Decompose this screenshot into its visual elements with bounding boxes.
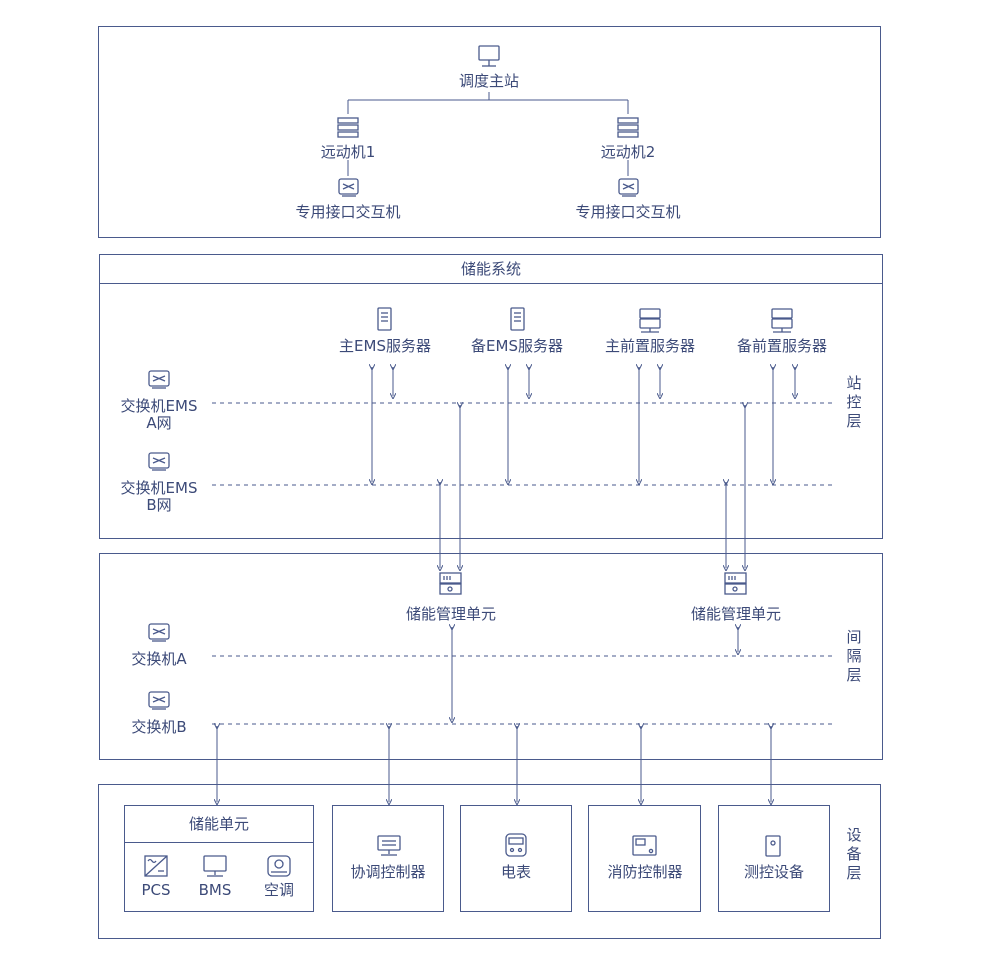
storage-system-title: 储能系统 (460, 260, 522, 278)
switch-a-label: 交换机A (131, 650, 187, 668)
interface-switch1-label: 专用接口交互机 (295, 203, 401, 221)
tower-server-icon (377, 307, 392, 331)
air-conditioner-icon (267, 855, 291, 877)
ems-switch-b-net: B网 (146, 496, 172, 514)
backup-frontend-server-label: 备前置服务器 (736, 337, 828, 355)
pcs-label: PCS (141, 881, 171, 899)
switch-icon (338, 178, 359, 197)
controller-icon (377, 835, 401, 856)
device-layer-label: 设备层 (846, 826, 862, 882)
switch-icon (148, 452, 170, 471)
switch-b-label: 交换机B (131, 718, 187, 736)
backup-ems-server-label: 备EMS服务器 (471, 337, 563, 355)
management-unit-icon (724, 572, 747, 595)
coord-controller-box (332, 805, 444, 912)
station-layer-label: 站控层 (846, 374, 862, 430)
main-ems-server-label: 主EMS服务器 (339, 337, 431, 355)
storage-unit-title: 储能单元 (188, 815, 250, 833)
rack-server-icon (639, 308, 661, 333)
switch-icon (148, 691, 170, 710)
storage-unit-divider (124, 842, 314, 843)
bms-icon (203, 855, 227, 877)
pcs-icon (144, 855, 168, 877)
meter-box (460, 805, 572, 912)
storage-mgmt-unit-1-label: 储能管理单元 (405, 605, 497, 623)
bms-label: BMS (198, 881, 232, 899)
meter-label: 电表 (500, 863, 532, 881)
measure-control-box (718, 805, 830, 912)
dispatch-master-label: 调度主站 (458, 72, 520, 90)
interface-switch2-label: 专用接口交互机 (575, 203, 681, 221)
fire-controller-box (588, 805, 701, 912)
measure-control-label: 测控设备 (743, 863, 805, 881)
ac-label: 空调 (263, 881, 295, 899)
tower-server-icon (510, 307, 525, 331)
dispatch-tree-line (347, 92, 629, 114)
rack-server-icon (771, 308, 793, 333)
server-stack-icon (337, 117, 359, 138)
server-stack-icon (617, 117, 639, 138)
storage-mgmt-unit-2-label: 储能管理单元 (690, 605, 782, 623)
bay-layer-label: 间隔层 (846, 628, 862, 684)
main-frontend-server-label: 主前置服务器 (604, 337, 696, 355)
ems-switch-b-label: 交换机EMS (120, 479, 198, 497)
coord-controller-label: 协调控制器 (350, 863, 426, 881)
switch-icon (618, 178, 639, 197)
switch-icon (148, 370, 170, 389)
switch-icon (148, 623, 170, 642)
fire-controller-icon (632, 835, 657, 856)
fire-controller-label: 消防控制器 (607, 863, 683, 881)
ems-switch-a-net: A网 (146, 414, 172, 432)
measure-device-icon (765, 835, 781, 857)
storage-system-section (99, 254, 883, 539)
rtu1-label: 远动机1 (320, 143, 376, 161)
storage-unit-box (124, 805, 314, 912)
meter-icon (505, 833, 527, 857)
ems-switch-a-label: 交换机EMS (120, 397, 198, 415)
storage-title-bar (99, 283, 883, 284)
management-unit-icon (439, 572, 462, 595)
rtu2-label: 远动机2 (600, 143, 656, 161)
monitor-icon (478, 45, 500, 67)
